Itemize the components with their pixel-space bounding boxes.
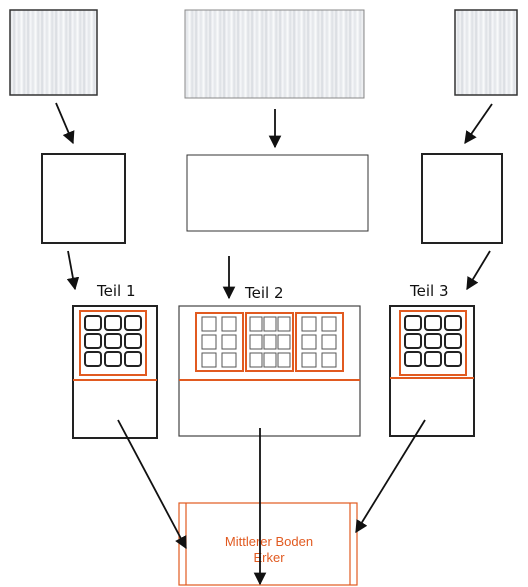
part-3-assembly xyxy=(389,305,475,437)
frame-center xyxy=(186,154,369,232)
arrow-part3-to-bottom xyxy=(355,419,426,534)
part-1-assembly xyxy=(72,305,158,439)
arrow-mid-right xyxy=(466,250,491,291)
curtain-image-right xyxy=(454,9,518,96)
arrow-top-right xyxy=(464,103,493,145)
part-2-assembly xyxy=(178,305,361,437)
frame-right xyxy=(421,153,503,244)
bottom-label-line-1: Mittlerer Boden xyxy=(225,534,313,549)
arrow-mid-left xyxy=(66,250,80,291)
label-part-2: Teil 2 xyxy=(244,284,284,302)
arrow-top-left xyxy=(55,102,75,145)
label-part-1: Teil 1 xyxy=(96,282,136,300)
curtain-image-left xyxy=(9,9,98,96)
bottom-label-line-2: Erker xyxy=(253,550,285,565)
curtain-image-center xyxy=(184,9,365,99)
frame-left xyxy=(41,153,126,244)
arrow-part1-to-bottom xyxy=(117,419,187,550)
bottom-bay-floor xyxy=(178,502,358,586)
label-part-3: Teil 3 xyxy=(409,282,449,300)
